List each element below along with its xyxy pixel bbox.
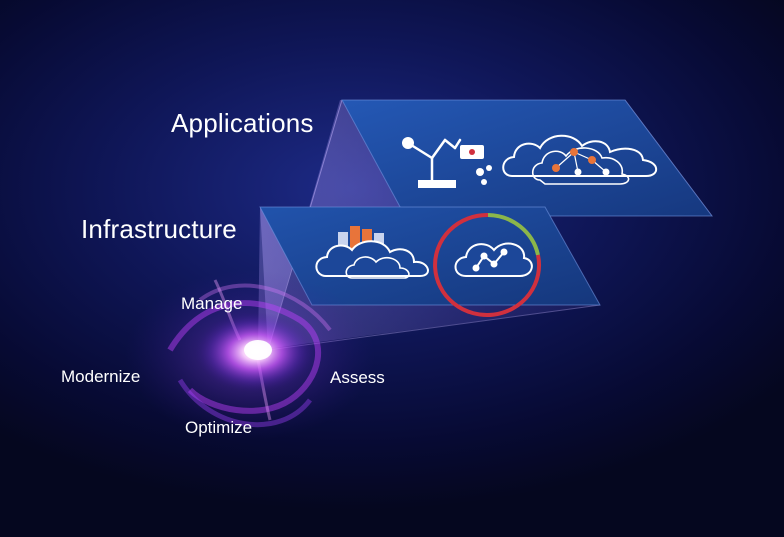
applications-label: Applications [171,108,314,138]
cycle-modernize-label: Modernize [61,367,141,386]
infrastructure-label: Infrastructure [81,214,237,244]
nebula-glow [125,270,375,440]
infrastructure-panel [259,206,601,317]
cloud-ring-icon [433,212,542,317]
cloud-network-icon [502,134,658,185]
applications-panel [341,99,713,217]
cycle-manage-label: Manage [181,294,243,313]
datacenter-cloud-icon [315,226,429,279]
robot-arm-icon [402,137,492,188]
cycle-optimize-label: Optimize [185,418,253,437]
cycle-assess-label: Assess [330,368,385,387]
